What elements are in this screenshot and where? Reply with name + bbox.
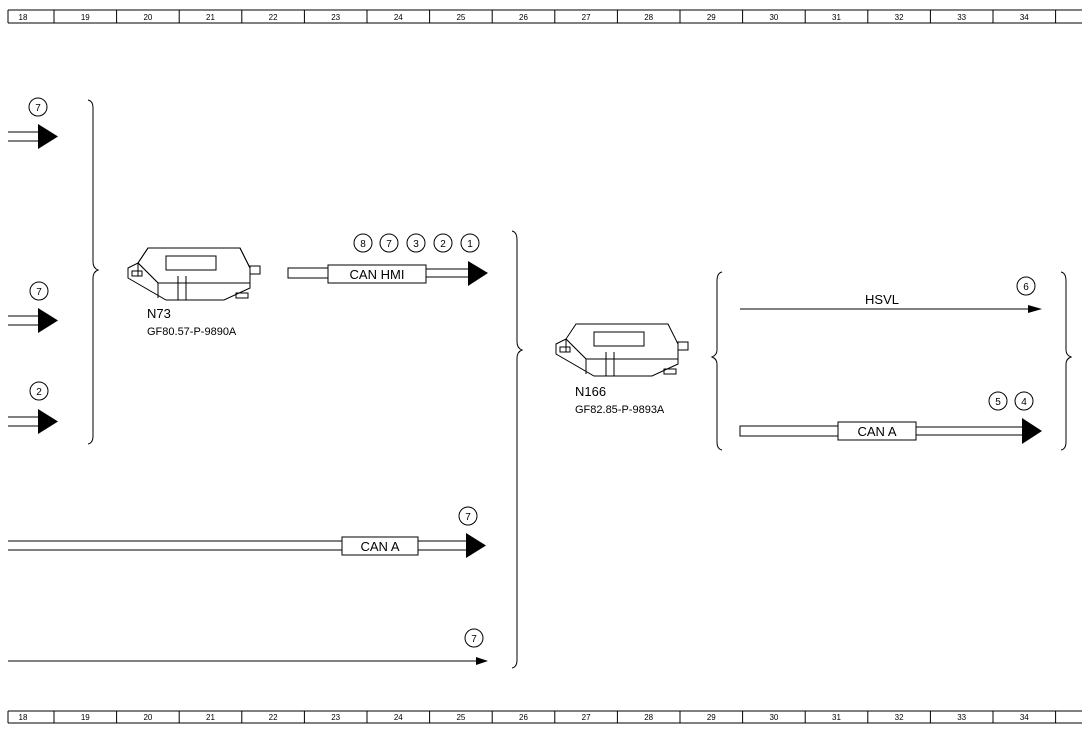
- hsvl-label: HSVL: [865, 292, 899, 307]
- input-arrow-1: 7: [8, 97, 58, 149]
- top-ruler-label: 27: [582, 13, 591, 22]
- can-a-lower-label: CAN A: [360, 539, 399, 554]
- ref-circle-label: 7: [386, 239, 392, 250]
- bottom-ruler-label: 27: [582, 713, 591, 722]
- input-arrow-3: 2: [8, 381, 58, 434]
- bottom-ruler-label: 19: [81, 713, 90, 722]
- top-ruler-label: 23: [331, 13, 340, 22]
- bottom-ruler-label: 18: [19, 713, 28, 722]
- n73-module-icon: [127, 247, 261, 301]
- input-arrow-2: 7: [8, 281, 58, 333]
- ref-circle-label: 6: [1023, 282, 1029, 293]
- bottom-ruler-label: 33: [957, 713, 966, 722]
- bottom-ruler-label: 23: [331, 713, 340, 722]
- hsvl-line: HSVL 6: [740, 276, 1042, 313]
- top-ruler: 18 19 20 21 22 23 24 25 26 27 28 29 30 31 32 33 34: [7, 9, 1082, 24]
- bottom-ruler: 18 19 20 21 22 23 24 25 26 27 28 29 30 31 32 33 34: [7, 710, 1082, 724]
- top-ruler-label: 19: [81, 13, 90, 22]
- n166-name: N166: [575, 384, 606, 399]
- ref-circle-label: 7: [471, 634, 477, 645]
- top-ruler-label: 21: [206, 13, 215, 22]
- top-ruler-label: 32: [895, 13, 904, 22]
- center-brace: [511, 230, 524, 669]
- bottom-ruler-label: 21: [206, 713, 215, 722]
- ref-circle-label: 2: [440, 239, 446, 250]
- ref-circle-label: 1: [467, 239, 473, 250]
- top-ruler-label: 30: [769, 13, 778, 22]
- can-a-right-bus: CAN A 5 4: [739, 391, 1042, 444]
- bottom-ruler-label: 26: [519, 713, 528, 722]
- n166-part-ref: GF82.85-P-9893A: [575, 404, 665, 416]
- ref-circle-label: 7: [465, 512, 471, 523]
- can-hmi-label: CAN HMI: [350, 267, 405, 282]
- right-close-brace: [1060, 271, 1073, 451]
- can-hmi-refs: 8 7 3 2 1: [353, 233, 480, 253]
- can-hmi-bus: CAN HMI 8 7 3 2 1: [287, 233, 488, 286]
- top-ruler-label: 25: [456, 13, 465, 22]
- top-ruler-label: 22: [269, 13, 278, 22]
- n166-module-icon: [555, 323, 689, 377]
- top-ruler-label: 29: [707, 13, 716, 22]
- top-ruler-label: 34: [1020, 13, 1029, 22]
- bottom-ruler-label: 29: [707, 713, 716, 722]
- n73-name: N73: [147, 306, 171, 321]
- ref-circle-label: 7: [35, 103, 41, 114]
- bottom-ruler-label: 31: [832, 713, 841, 722]
- right-open-brace: [710, 271, 723, 451]
- top-ruler-label: 24: [394, 13, 403, 22]
- top-ruler-label: 26: [519, 13, 528, 22]
- bottom-single-line: 7: [8, 628, 488, 665]
- bottom-ruler-label: 25: [456, 713, 465, 722]
- bottom-ruler-label: 22: [269, 713, 278, 722]
- bottom-ruler-label: 20: [143, 713, 152, 722]
- top-ruler-label: 31: [832, 13, 841, 22]
- ref-circle-label: 4: [1021, 397, 1027, 408]
- left-brace: [87, 99, 100, 445]
- bottom-ruler-label: 24: [394, 713, 403, 722]
- top-ruler-label: 20: [143, 13, 152, 22]
- ref-circle-label: 2: [36, 387, 42, 398]
- top-ruler-label: 33: [957, 13, 966, 22]
- ref-circle-label: 3: [413, 239, 419, 250]
- top-ruler-label: 18: [19, 13, 28, 22]
- bottom-ruler-label: 28: [644, 713, 653, 722]
- ref-circle-label: 5: [995, 397, 1001, 408]
- top-ruler-label: 28: [644, 13, 653, 22]
- n73-part-ref: GF80.57-P-9890A: [147, 326, 237, 338]
- bottom-ruler-label: 34: [1020, 713, 1029, 722]
- bottom-ruler-label: 32: [895, 713, 904, 722]
- bottom-ruler-label: 30: [769, 713, 778, 722]
- can-a-lower-bus: CAN A 7: [8, 506, 486, 558]
- can-a-right-label: CAN A: [857, 424, 896, 439]
- ref-circle-label: 8: [360, 239, 366, 250]
- ref-circle-label: 7: [36, 287, 42, 298]
